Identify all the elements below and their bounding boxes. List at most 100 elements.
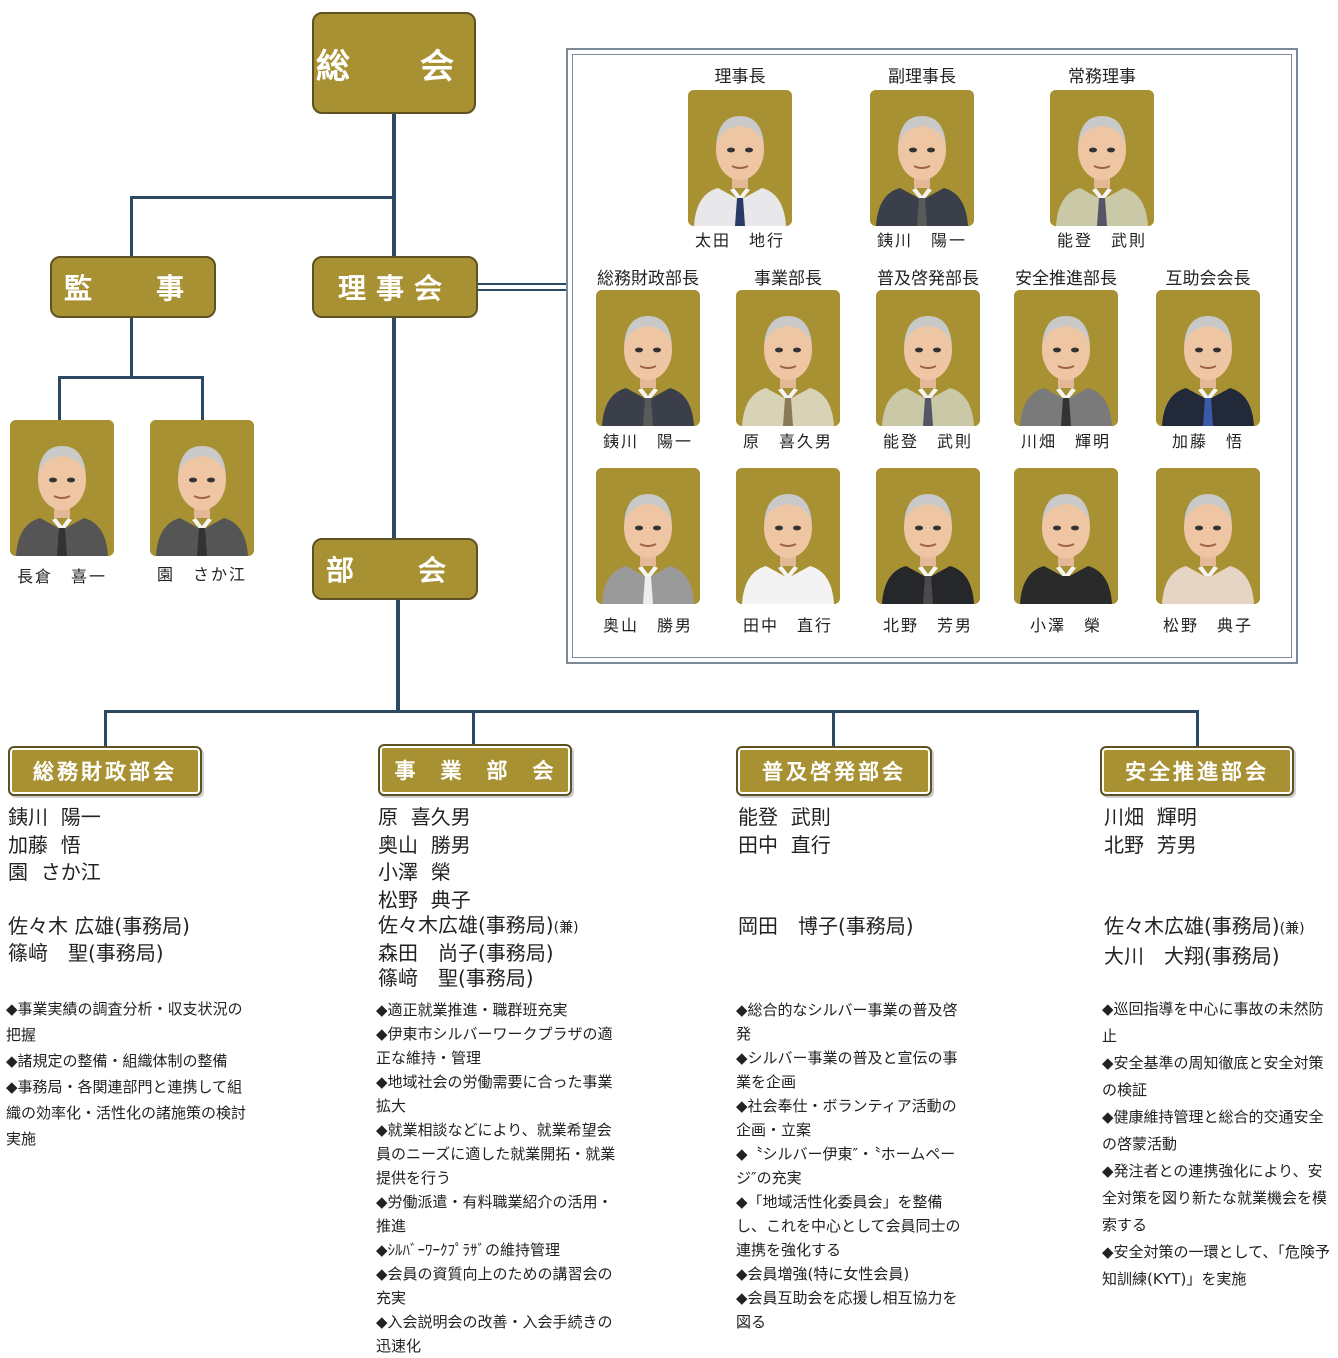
executive-photo [1050, 90, 1154, 226]
task-item: ◆安全基準の周知徹底と安全対策の検証 [1102, 1054, 1324, 1099]
connector-line [201, 376, 204, 420]
auditor-photo [10, 420, 114, 556]
connector-line [104, 710, 107, 748]
department-head-photo [876, 290, 980, 426]
connector-line [396, 598, 400, 712]
dept-business-box: 事 業 部 会 [378, 744, 572, 796]
auditor-name-label: 園 さか江 [156, 565, 247, 584]
department-head-photo [1014, 290, 1118, 426]
dept-staff-list: 佐々木広雄(事務局)(兼) 大川 大翔(事務局) [1104, 913, 1305, 970]
executive-name-label: 銕川 陽一 [876, 231, 967, 250]
task-item: ◆巡回指導を中心に事故の未然防止 [1102, 1000, 1324, 1045]
executive-name-label: 能登 武則 [1056, 231, 1147, 250]
department-head-name-label: 能登 武則 [882, 432, 973, 451]
connector-line [130, 196, 133, 258]
department-head-role-label: 総務財政部長 [597, 269, 699, 289]
general-meeting-box: 総 会 [312, 12, 476, 114]
board-member-photo [596, 468, 700, 604]
portrait-icon [1156, 468, 1260, 604]
connector-line [130, 196, 394, 199]
board-box: 理事会 [312, 256, 478, 318]
board-member-name-label: 北野 芳男 [882, 616, 973, 635]
portrait-icon [1014, 290, 1118, 426]
executive-photo [870, 90, 974, 226]
portrait-icon [150, 420, 254, 556]
portrait-icon [1014, 468, 1118, 604]
portrait-icon [688, 90, 792, 226]
task-item: ◆地域社会の労働需要に合った事業拡大 [376, 1073, 613, 1115]
executive-role-label: 理事長 [714, 67, 766, 87]
connector-line [1196, 710, 1199, 748]
task-item: ◆総合的なシルバー事業の普及啓発 [736, 1001, 958, 1043]
task-item: ◆「地域活性化委員会」を整備し、これを中心として会員同士の連携を強化する [736, 1193, 961, 1259]
staff-member: 森田 尚子(事務局) [378, 941, 554, 965]
department-head-photo [596, 290, 700, 426]
connector-line [58, 376, 61, 420]
portrait-icon [736, 468, 840, 604]
task-item: ◆健康維持管理と総合的交通安全の啓蒙活動 [1102, 1108, 1324, 1153]
board-member-photo [736, 468, 840, 604]
connector-line [832, 710, 835, 748]
portrait-icon [876, 468, 980, 604]
department-head-role-label: 安全推進部長 [1015, 269, 1117, 289]
task-item: ◆事務局・各関連部門と連携して組織の効率化・活性化の諸施策の検討実施 [6, 1078, 247, 1148]
task-item: ◆就業相談などにより、就業希望会員のニーズに適した就業開拓・就業提供を行う [376, 1121, 616, 1187]
dept-staff-list: 佐々木 広雄(事務局)篠﨑 聖(事務局) [8, 913, 190, 967]
department-head-role-label: 互助会会長 [1165, 269, 1251, 289]
task-item: ◆ｼﾙﾊﾞｰﾜｰｸﾌﾟﾗｻﾞの維持管理 [376, 1241, 561, 1259]
department-head-name-label: 川畑 輝明 [1020, 432, 1111, 451]
task-item: ◆安全対策の一環として、「危険予知訓練(KYT)」を実施 [1102, 1243, 1330, 1288]
task-item: ◆諸規定の整備・組織体制の整備 [6, 1052, 228, 1070]
staff-member: 佐々木広雄(事務局)(兼) [1104, 914, 1305, 938]
connector-line [104, 710, 1199, 713]
staff-member: 大川 大翔(事務局) [1104, 944, 1280, 968]
portrait-icon [10, 420, 114, 556]
connector-line [476, 289, 566, 291]
department-head-role-label: 普及啓発部長 [877, 269, 979, 289]
portrait-icon [1050, 90, 1154, 226]
executive-role-label: 副理事長 [888, 67, 956, 87]
portrait-icon [596, 468, 700, 604]
auditor-photo [150, 420, 254, 556]
department-head-photo [1156, 290, 1260, 426]
task-item: ◆社会奉仕・ボランティア活動の企画・立案 [736, 1097, 957, 1139]
task-item: ◆伊東市シルバーワークプラザの適正な維持・管理 [376, 1025, 613, 1067]
executive-role-label: 常務理事 [1068, 67, 1136, 87]
staff-member: 佐々木広雄(事務局)(兼) [378, 913, 579, 937]
staff-member: 佐々木 広雄(事務局) [8, 914, 190, 938]
executive-name-label: 太田 地行 [694, 231, 785, 250]
board-member-name-label: 松野 典子 [1162, 616, 1253, 635]
executive-photo [688, 90, 792, 226]
auditors-box: 監 事 [50, 256, 216, 318]
dept-members-list: 川畑 輝明 北野 芳男 [1104, 805, 1197, 857]
dept-task-list: ◆適正就業推進・職群班充実◆伊東市シルバーワークプラザの適正な維持・管理◆地域社… [376, 998, 620, 1358]
portrait-icon [596, 290, 700, 426]
connector-line [130, 318, 133, 378]
dept-task-list: ◆事業実績の調査分析・収支状況の把握◆諸規定の整備・組織体制の整備◆事務局・各関… [6, 996, 250, 1152]
dept-task-list: ◆巡回指導を中心に事故の未然防止 ◆安全基準の周知徹底と安全対策の検証 ◆健康維持管… [1102, 996, 1336, 1293]
dept-members-list: 原 喜久男 奥山 勝男 小澤 榮 松野 典子 [378, 805, 471, 912]
connector-line [58, 376, 204, 379]
connector-line [472, 710, 475, 746]
task-item: ◆労働派遣・有料職業紹介の活用・推進 [376, 1193, 613, 1235]
portrait-icon [870, 90, 974, 226]
department-head-name-label: 加藤 悟 [1171, 432, 1244, 451]
portrait-icon [876, 290, 980, 426]
board-member-name-label: 田中 直行 [742, 616, 833, 635]
task-item: ◆シルバー事業の普及と宣伝の事業を企画 [736, 1049, 958, 1091]
dept-task-list: ◆総合的なシルバー事業の普及啓発 ◆シルバー事業の普及と宣伝の事業を企画 ◆社会奉仕… [736, 998, 970, 1334]
dept-members-list: 銕川 陽一 加藤 悟 園 さか江 [8, 805, 101, 884]
connector-line [476, 283, 566, 285]
department-head-photo [736, 290, 840, 426]
board-members-panel [566, 48, 1298, 664]
divisions-box: 部 会 [312, 538, 478, 600]
board-member-photo [1156, 468, 1260, 604]
board-member-name-label: 小澤 榮 [1029, 616, 1102, 635]
dept-staff-list: 佐々木広雄(事務局)(兼) 森田 尚子(事務局)篠﨑 聖(事務局) [378, 913, 579, 991]
task-item: ◆会員の資質向上のための講習会の充実 [376, 1265, 613, 1307]
department-head-name-label: 銕川 陽一 [602, 432, 693, 451]
task-item: ◆会員増強(特に女性会員) [736, 1265, 910, 1283]
board-member-name-label: 奥山 勝男 [602, 616, 693, 635]
dept-safety-box: 安全推進部会 [1100, 746, 1294, 796]
staff-member: 篠﨑 聖(事務局) [378, 966, 534, 990]
